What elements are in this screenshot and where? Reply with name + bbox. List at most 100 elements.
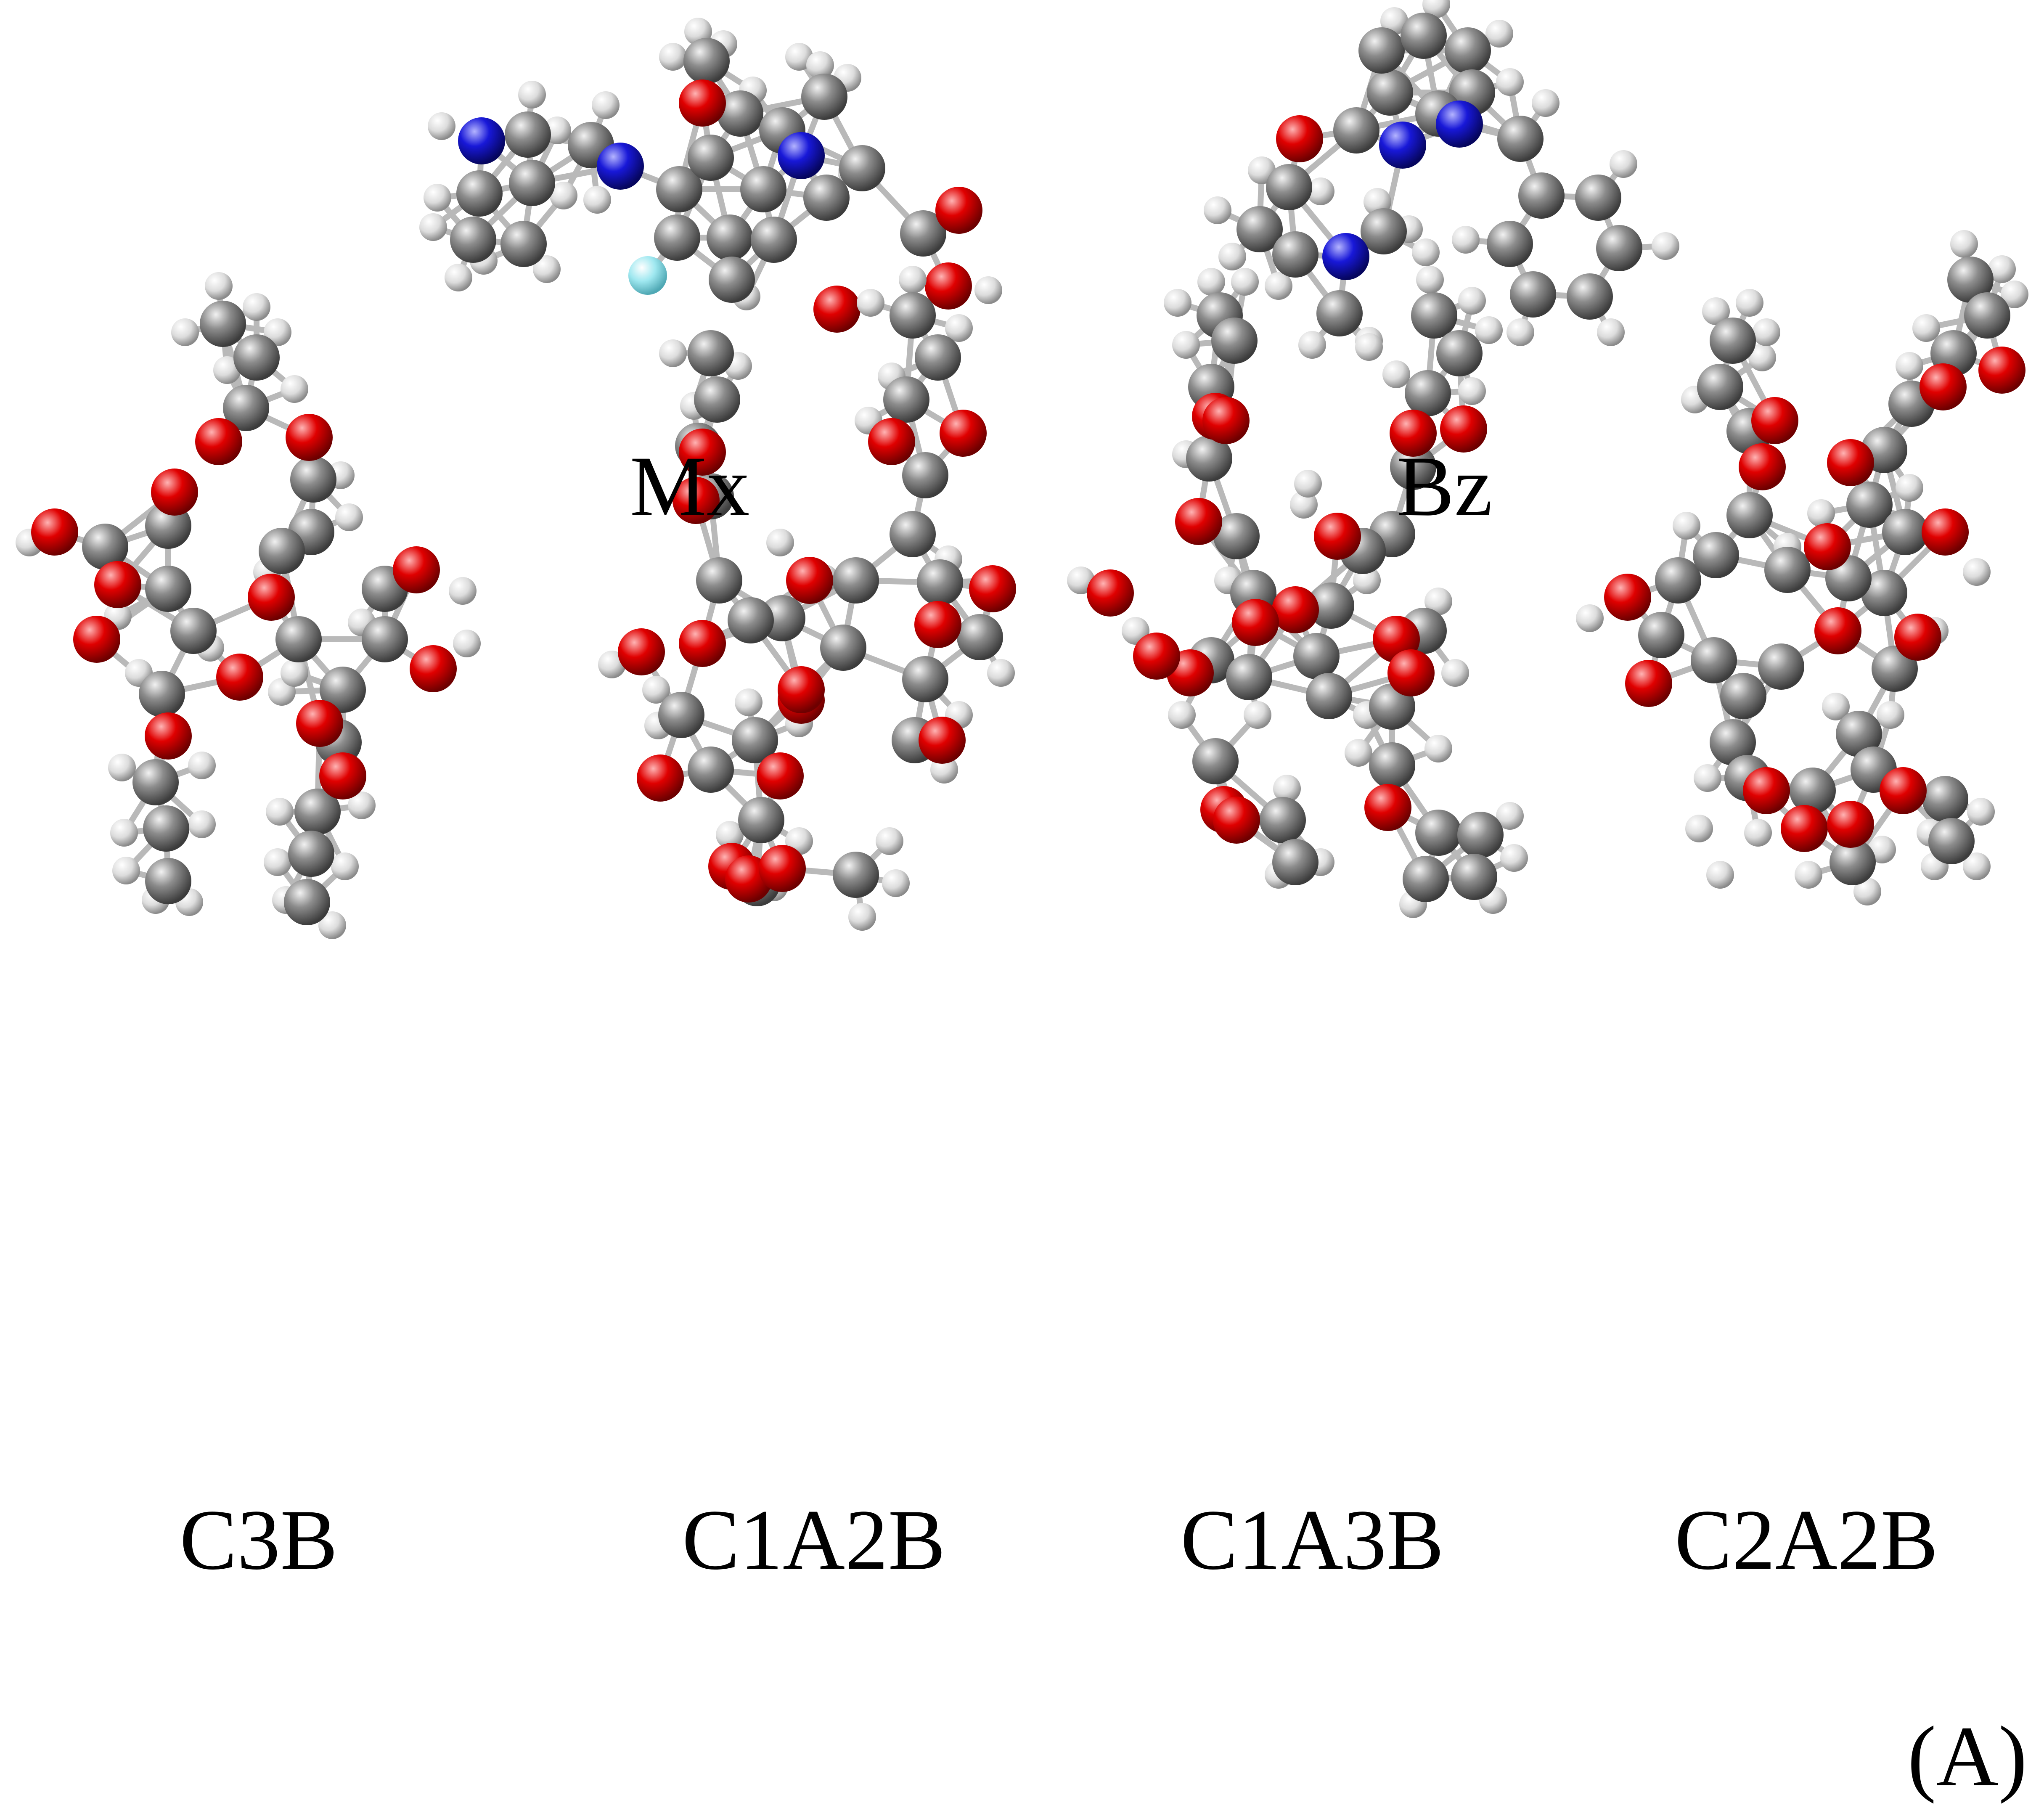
oxygen-atom [31,508,78,556]
label-c2a2b: C2A2B [1675,1492,1938,1588]
oxygen-atom [94,561,141,608]
oxygen-atom [618,628,665,675]
hydrogen-atom [1988,255,2016,283]
oxygen-atom [637,754,684,802]
carbon-atom [288,831,334,877]
hydrogen-atom [1290,491,1318,519]
hydrogen-atom [1896,352,1923,380]
oxygen-atom [1364,784,1411,831]
carbon-atom [145,566,191,612]
carbon-atom [1213,513,1260,559]
carbon-atom [1451,854,1497,900]
hydrogen-atom [1218,243,1246,270]
hydrogen-atom [1963,852,1991,880]
hydrogen-atom [453,630,481,657]
molecule-c2a2b [1576,230,2028,905]
hydrogen-atom [449,577,477,605]
oxygen-atom [673,477,720,524]
carbon-atom [1964,292,2010,339]
carbon-atom [1596,225,1642,271]
carbon-atom [833,852,879,898]
hydrogen-atom [110,819,138,847]
hydrogen-atom [424,184,451,212]
carbon-atom [1306,673,1352,719]
hydrogen-atom [1753,318,1780,346]
oxygen-atom [1390,410,1437,457]
hydrogen-atom [1294,470,1322,498]
carbon-atom [1457,812,1504,858]
molecule-mx [419,18,1002,333]
carbon-atom [1367,69,1413,116]
nitrogen-atom [1436,101,1483,148]
hydrogen-atom [974,276,1002,304]
hydrogen-atom [348,792,376,819]
carbon-atom [1293,633,1340,679]
hydrogen-atom [188,752,216,779]
carbon-atom [320,667,366,713]
hydrogen-atom [1452,226,1480,254]
carbon-atom [883,376,929,423]
hydrogen-atom [264,848,291,876]
hydrogen-atom [659,339,687,367]
hydrogen-atom [243,293,270,321]
oxygen-atom [151,469,198,516]
oxygen-atom [393,546,440,593]
hydrogen-atom [1744,819,1772,847]
hydrogen-atom [1172,331,1200,359]
carbon-atom [694,376,740,423]
carbon-atom [728,597,774,643]
hydrogen-atom [716,821,744,849]
carbon-atom [902,656,948,702]
oxygen-atom [813,286,860,333]
oxygen-atom [286,414,333,461]
oxygen-atom [1087,569,1134,617]
carbon-atom [1487,221,1533,267]
hydrogen-atom [1532,89,1559,117]
carbon-atom [223,385,269,431]
carbon-atom [1510,271,1556,318]
carbon-atom [1518,172,1565,219]
hydrogen-atom [108,754,136,781]
carbon-atom [1445,27,1491,74]
hydrogen-atom [281,375,308,403]
hydrogen-atom [331,852,359,880]
carbon-atom [1192,738,1239,784]
carbon-atom [1846,482,1893,528]
carbon-atom [1575,175,1621,221]
carbon-atom [751,217,797,263]
hydrogen-atom [876,827,903,855]
carbon-atom [509,160,555,206]
carbon-atom [1411,292,1457,339]
hydrogen-atom [1197,268,1225,296]
hydrogen-atom [1424,588,1452,615]
hydrogen-atom [592,91,620,119]
carbon-atom [1272,231,1319,278]
carbon-atom [143,805,189,852]
hydrogen-atom [1694,764,1721,792]
carbon-atom [259,528,305,574]
hydrogen-atom [1380,7,1408,35]
carbon-atom [803,175,850,221]
carbon-atom [1415,810,1462,856]
oxygen-atom [145,712,192,760]
hydrogen-atom [1576,604,1604,632]
carbon-atom [1567,273,1613,320]
oxygen-atom [1276,115,1323,162]
oxygen-atom [935,187,982,234]
carbon-atom [1226,654,1272,700]
oxygen-atom [1894,614,1941,661]
carbon-atom [654,214,700,261]
hydrogen-atom [112,857,140,884]
carbon-atom [707,214,753,261]
carbon-atom [1211,318,1258,364]
carbon-atom [1333,107,1379,154]
hydrogen-atom [1702,297,1730,325]
hydrogen-atom [266,798,294,826]
oxygen-atom [1739,443,1786,490]
oxygen-atom [1827,801,1874,848]
carbon-atom [740,166,786,212]
hydrogen-atom [1950,230,1978,258]
hydrogen-atom [1458,377,1486,405]
nitrogen-atom [1379,122,1426,169]
